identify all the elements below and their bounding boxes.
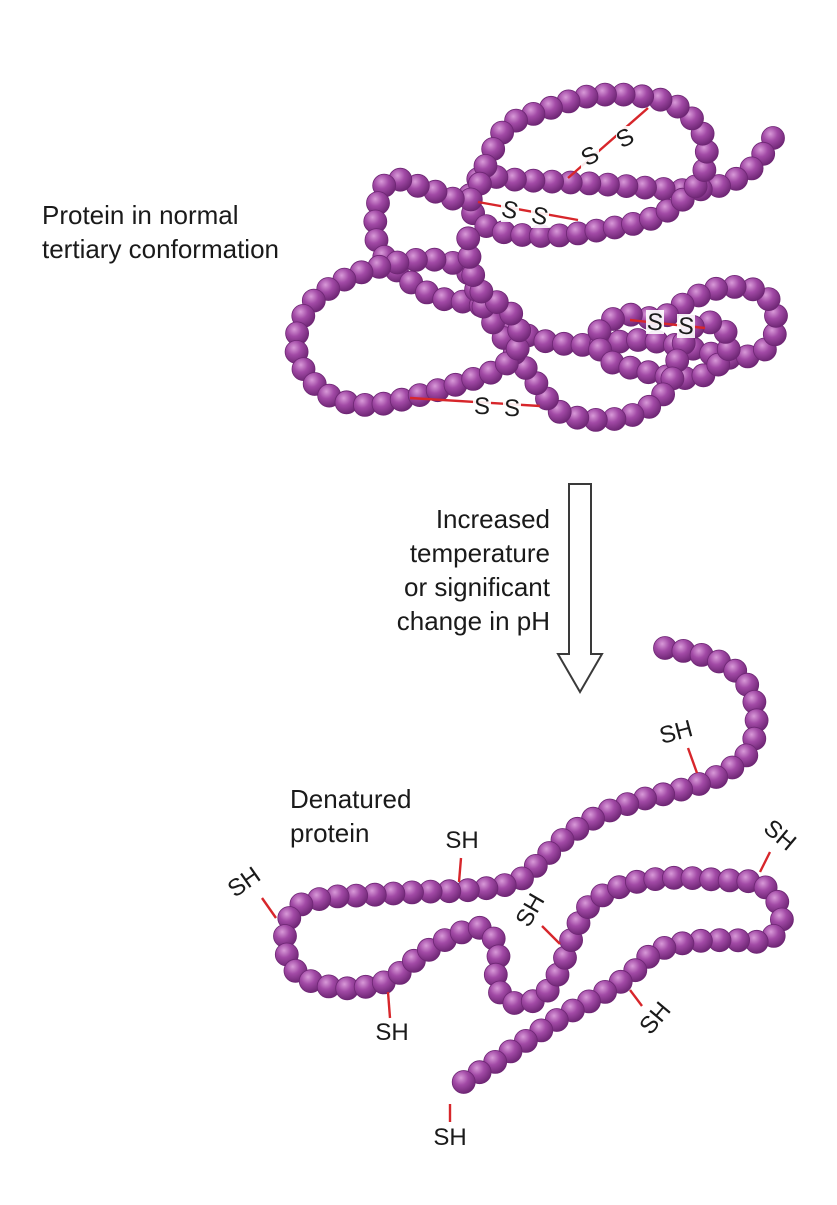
sh-label: SH <box>657 715 696 750</box>
sulfur-label: S <box>612 123 639 154</box>
caption-line: protein <box>290 818 370 848</box>
caption-line: Denatured <box>290 784 412 814</box>
caption-line: tertiary conformation <box>42 234 279 264</box>
caption-line: Protein in normal <box>42 200 239 230</box>
sh-label: SH <box>433 1124 466 1151</box>
caption-line: change in pH <box>396 606 550 636</box>
sulfur-label: S <box>529 201 551 231</box>
sulfur-label: S <box>646 308 664 336</box>
sh-label: SH <box>223 862 266 903</box>
sulfhydryl-group: SH <box>433 1104 467 1151</box>
amino-acid-bead-icon <box>451 1070 476 1094</box>
sulfhydryl-group: SH <box>657 715 699 774</box>
sulfhydryl-group: SH <box>375 991 409 1046</box>
transition-caption: Increased temperature or significant cha… <box>352 502 550 638</box>
sulfhydryl-group: SH <box>445 827 479 883</box>
caption-line: temperature <box>409 538 550 568</box>
sh-label: SH <box>510 889 550 931</box>
denatured-protein-chain <box>273 636 794 1094</box>
caption-line: Increased <box>435 504 550 534</box>
native-protein-caption: Protein in normal tertiary conformation <box>42 198 279 266</box>
denatured-protein-caption: Denatured protein <box>290 782 411 850</box>
caption-line: or significant <box>404 572 550 602</box>
sulfur-label: S <box>504 395 521 423</box>
native-protein-chain <box>284 82 788 432</box>
sulfhydryl-group: SH <box>510 889 561 945</box>
sulfur-label: S <box>474 393 491 421</box>
sulfur-label: S <box>499 195 521 225</box>
sh-label: SH <box>758 814 801 856</box>
down-arrow-icon <box>556 483 604 694</box>
sulfur-label: S <box>677 312 695 340</box>
transition-arrow-shape <box>556 483 604 694</box>
sh-label: SH <box>445 827 478 854</box>
sh-label: SH <box>375 1019 408 1046</box>
disulfide-bond: SS <box>567 107 649 179</box>
sulfhydryl-group: SH <box>629 989 676 1040</box>
sulfhydryl-group: SH <box>758 814 801 873</box>
sulfhydryl-group: SH <box>223 862 277 919</box>
amino-acid-bead-icon <box>456 226 481 251</box>
